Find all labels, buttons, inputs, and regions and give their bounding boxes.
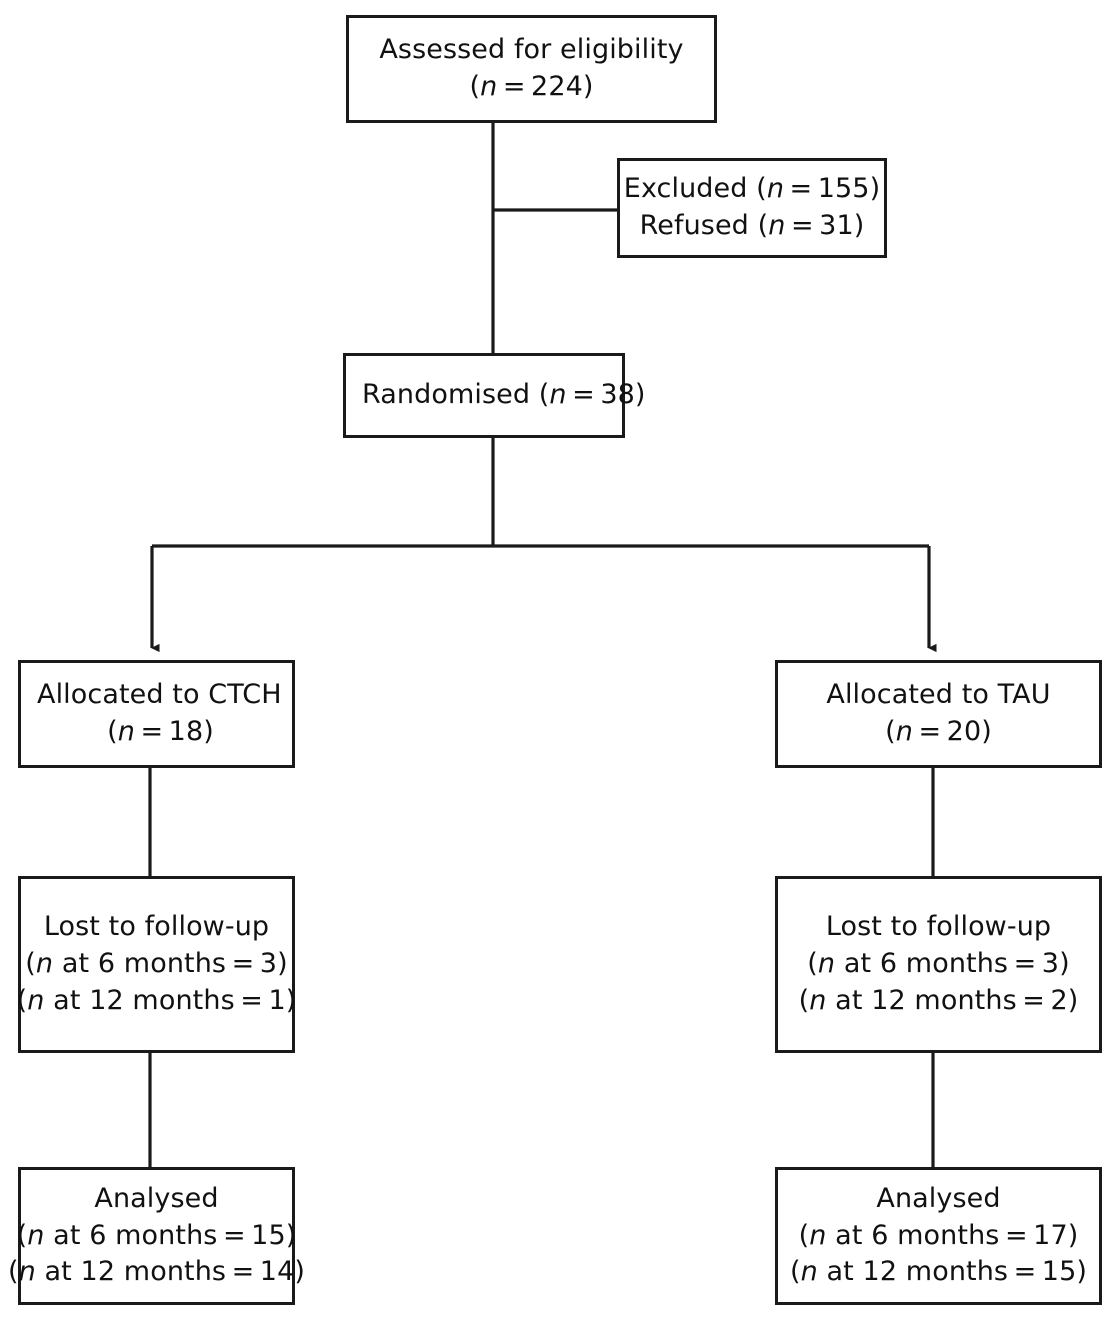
node-lost-to-follow-up-ctch: Lost to follow-up (n at 6 months = 3) (n…	[16, 876, 297, 1053]
node-allocated-to-tau: Allocated to TAU (n = 20)	[775, 660, 1102, 768]
node-excluded-line-2: Refused (n = 31)	[639, 210, 865, 241]
node-lost-tau-line-2: (n at 6 months = 3)	[807, 948, 1070, 980]
node-lost-ctch-line-1: Lost to follow-up	[43, 911, 270, 943]
node-lost-ctch-line-3: (n at 12 months = 1)	[16, 984, 297, 1016]
node-allocated-to-ctch: Allocated to CTCH (n = 18)	[18, 660, 295, 768]
node-analysed-ctch: Analysed (n at 6 months = 15) (n at 12 m…	[8, 1167, 305, 1305]
node-lost-to-follow-up-tau: Lost to follow-up (n at 6 months = 3) (n…	[775, 876, 1102, 1053]
node-randomised-line-1: Randomised (n = 38)	[362, 379, 646, 411]
node-assessed-for-eligibility: Assessed for eligibility (n = 224)	[346, 15, 717, 123]
node-excluded-line-1: Excluded (n = 155)	[623, 173, 881, 205]
node-analysed-tau-line-2: (n at 6 months = 17)	[798, 1219, 1079, 1251]
node-lost-ctch-line-2: (n at 6 months = 3)	[25, 948, 288, 980]
node-excluded: Excluded (n = 155) Refused (n = 31)	[617, 158, 887, 258]
node-analysed-tau-line-1: Analysed	[876, 1182, 1001, 1214]
node-alloc-tau-line-1: Allocated to TAU	[826, 679, 1051, 711]
node-lost-tau-line-3: (n at 12 months = 2)	[798, 984, 1079, 1016]
node-analysed-tau: Analysed (n at 6 months = 17) (n at 12 m…	[775, 1167, 1102, 1305]
node-assessed-line-2: (n = 224)	[469, 71, 594, 102]
node-analysed-ctch-line-2: (n at 6 months = 15)	[16, 1219, 297, 1251]
node-analysed-tau-line-3: (n at 12 months = 15)	[790, 1256, 1087, 1288]
node-analysed-ctch-line-3: (n at 12 months = 14)	[8, 1256, 305, 1288]
node-alloc-ctch-line-1: Allocated to CTCH	[37, 679, 282, 711]
node-assessed-line-1: Assessed for eligibility	[379, 34, 684, 66]
node-alloc-tau-line-2: (n = 20)	[885, 716, 992, 747]
node-lost-tau-line-1: Lost to follow-up	[825, 911, 1052, 943]
node-randomised: Randomised (n = 38)	[343, 353, 645, 438]
node-alloc-ctch-line-2: (n = 18)	[107, 716, 214, 747]
node-analysed-ctch-line-1: Analysed	[94, 1182, 219, 1214]
